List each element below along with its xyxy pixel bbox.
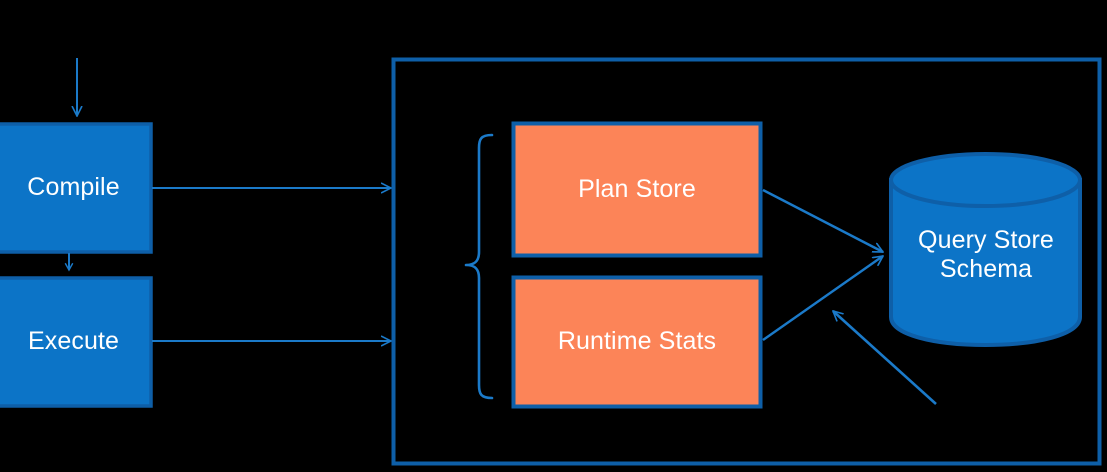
query-store-schema-cylinder[interactable]: [889, 152, 1082, 348]
compile-box[interactable]: [0, 122, 153, 254]
edge-plan-store-to-db: [762, 188, 883, 254]
store-group-brace: [464, 133, 494, 400]
plan-store-box[interactable]: [511, 121, 763, 258]
edge-runtime-stats-to-db: [762, 256, 883, 341]
query-store-container-box: [391, 57, 1102, 466]
edge-external-to-db: [833, 311, 937, 405]
execute-box[interactable]: [0, 276, 153, 408]
runtime-stats-box[interactable]: [511, 275, 763, 409]
